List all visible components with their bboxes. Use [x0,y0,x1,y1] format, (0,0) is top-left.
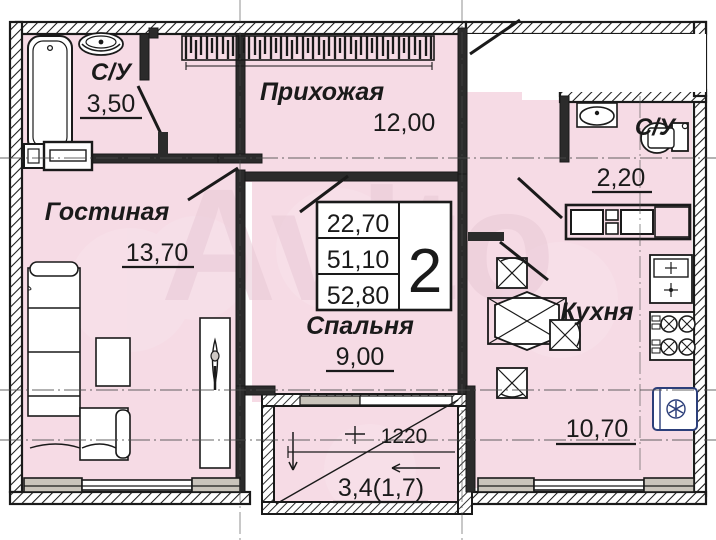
room-label-bedroom: Спальня 9,00 [306,312,414,373]
room-area-bath-small: 2,20 [597,164,646,192]
stove-icon [649,254,693,304]
info-living-area: 51,10 [327,246,390,274]
info-full-area: 52,80 [327,282,390,310]
room-label-bath-main: С/У 3,50 [80,59,142,120]
room-area-bedroom: 9,00 [336,343,385,371]
balcony-dimension: 1220 [381,425,428,448]
chair-icon-right [549,319,581,351]
room-area-living: 13,70 [126,239,189,267]
chair-icon-bottom [496,367,528,399]
washbasin-icon [78,32,124,56]
exterior-void-2 [572,34,694,90]
room-name-bedroom: Спальня [306,312,414,340]
stove-burners-icon [649,311,696,361]
balcony-labels: 1220 3,4(1,7) [333,425,428,504]
armchair-icon [29,407,131,461]
room-label-bath-small: С/У 2,20 [592,114,677,194]
kitchen-sink-icon [564,203,692,241]
fridge-icon [652,387,698,431]
wardrobe-icon [181,35,435,70]
room-name-kitchen: Кухня [561,298,634,326]
washbasin-icon-2 [576,102,618,128]
room-area-bath-main: 3,50 [87,90,136,118]
doors [136,18,564,505]
door-leaf-living [187,166,239,202]
room-label-kitchen: Кухня 10,70 [556,298,636,446]
info-rooms-count: 2 [408,237,442,306]
bathtub-icon [27,35,73,153]
room-name-bath-main: С/У [91,59,133,86]
washing-machine-icon [23,140,94,172]
room-name-living: Гостиная [45,198,170,226]
room-label-living: Гостиная 13,70 [45,198,194,269]
toilet-icon [640,122,689,154]
door-leaf-bedroom [299,174,349,214]
coffee-table-icon [95,337,131,387]
room-label-hallway: Прихожая 12,00 [260,78,435,137]
room-area-kitchen: 10,70 [566,415,629,443]
door-leaf-bath [136,85,164,137]
info-box: 22,70 51,10 52,80 2 [315,200,453,312]
door-leaf-bath2 [516,176,564,220]
room-name-bath-small: С/У [635,114,677,141]
sofa-icon [27,261,81,417]
room-name-hallway: Прихожая [260,78,384,106]
axis-lines-v [239,0,641,540]
chair-icon-top [496,257,528,289]
balcony-area: 3,4(1,7) [338,474,424,502]
dimension-lines [287,426,455,473]
windows [23,395,695,493]
door-leaf-kitchen [499,240,549,282]
room-area-hallway: 12,00 [373,109,436,137]
info-total-area: 22,70 [327,210,390,238]
door-leaf-entrance [469,18,521,56]
tv-cabinet-icon [199,317,231,469]
axis-lines [0,157,716,441]
